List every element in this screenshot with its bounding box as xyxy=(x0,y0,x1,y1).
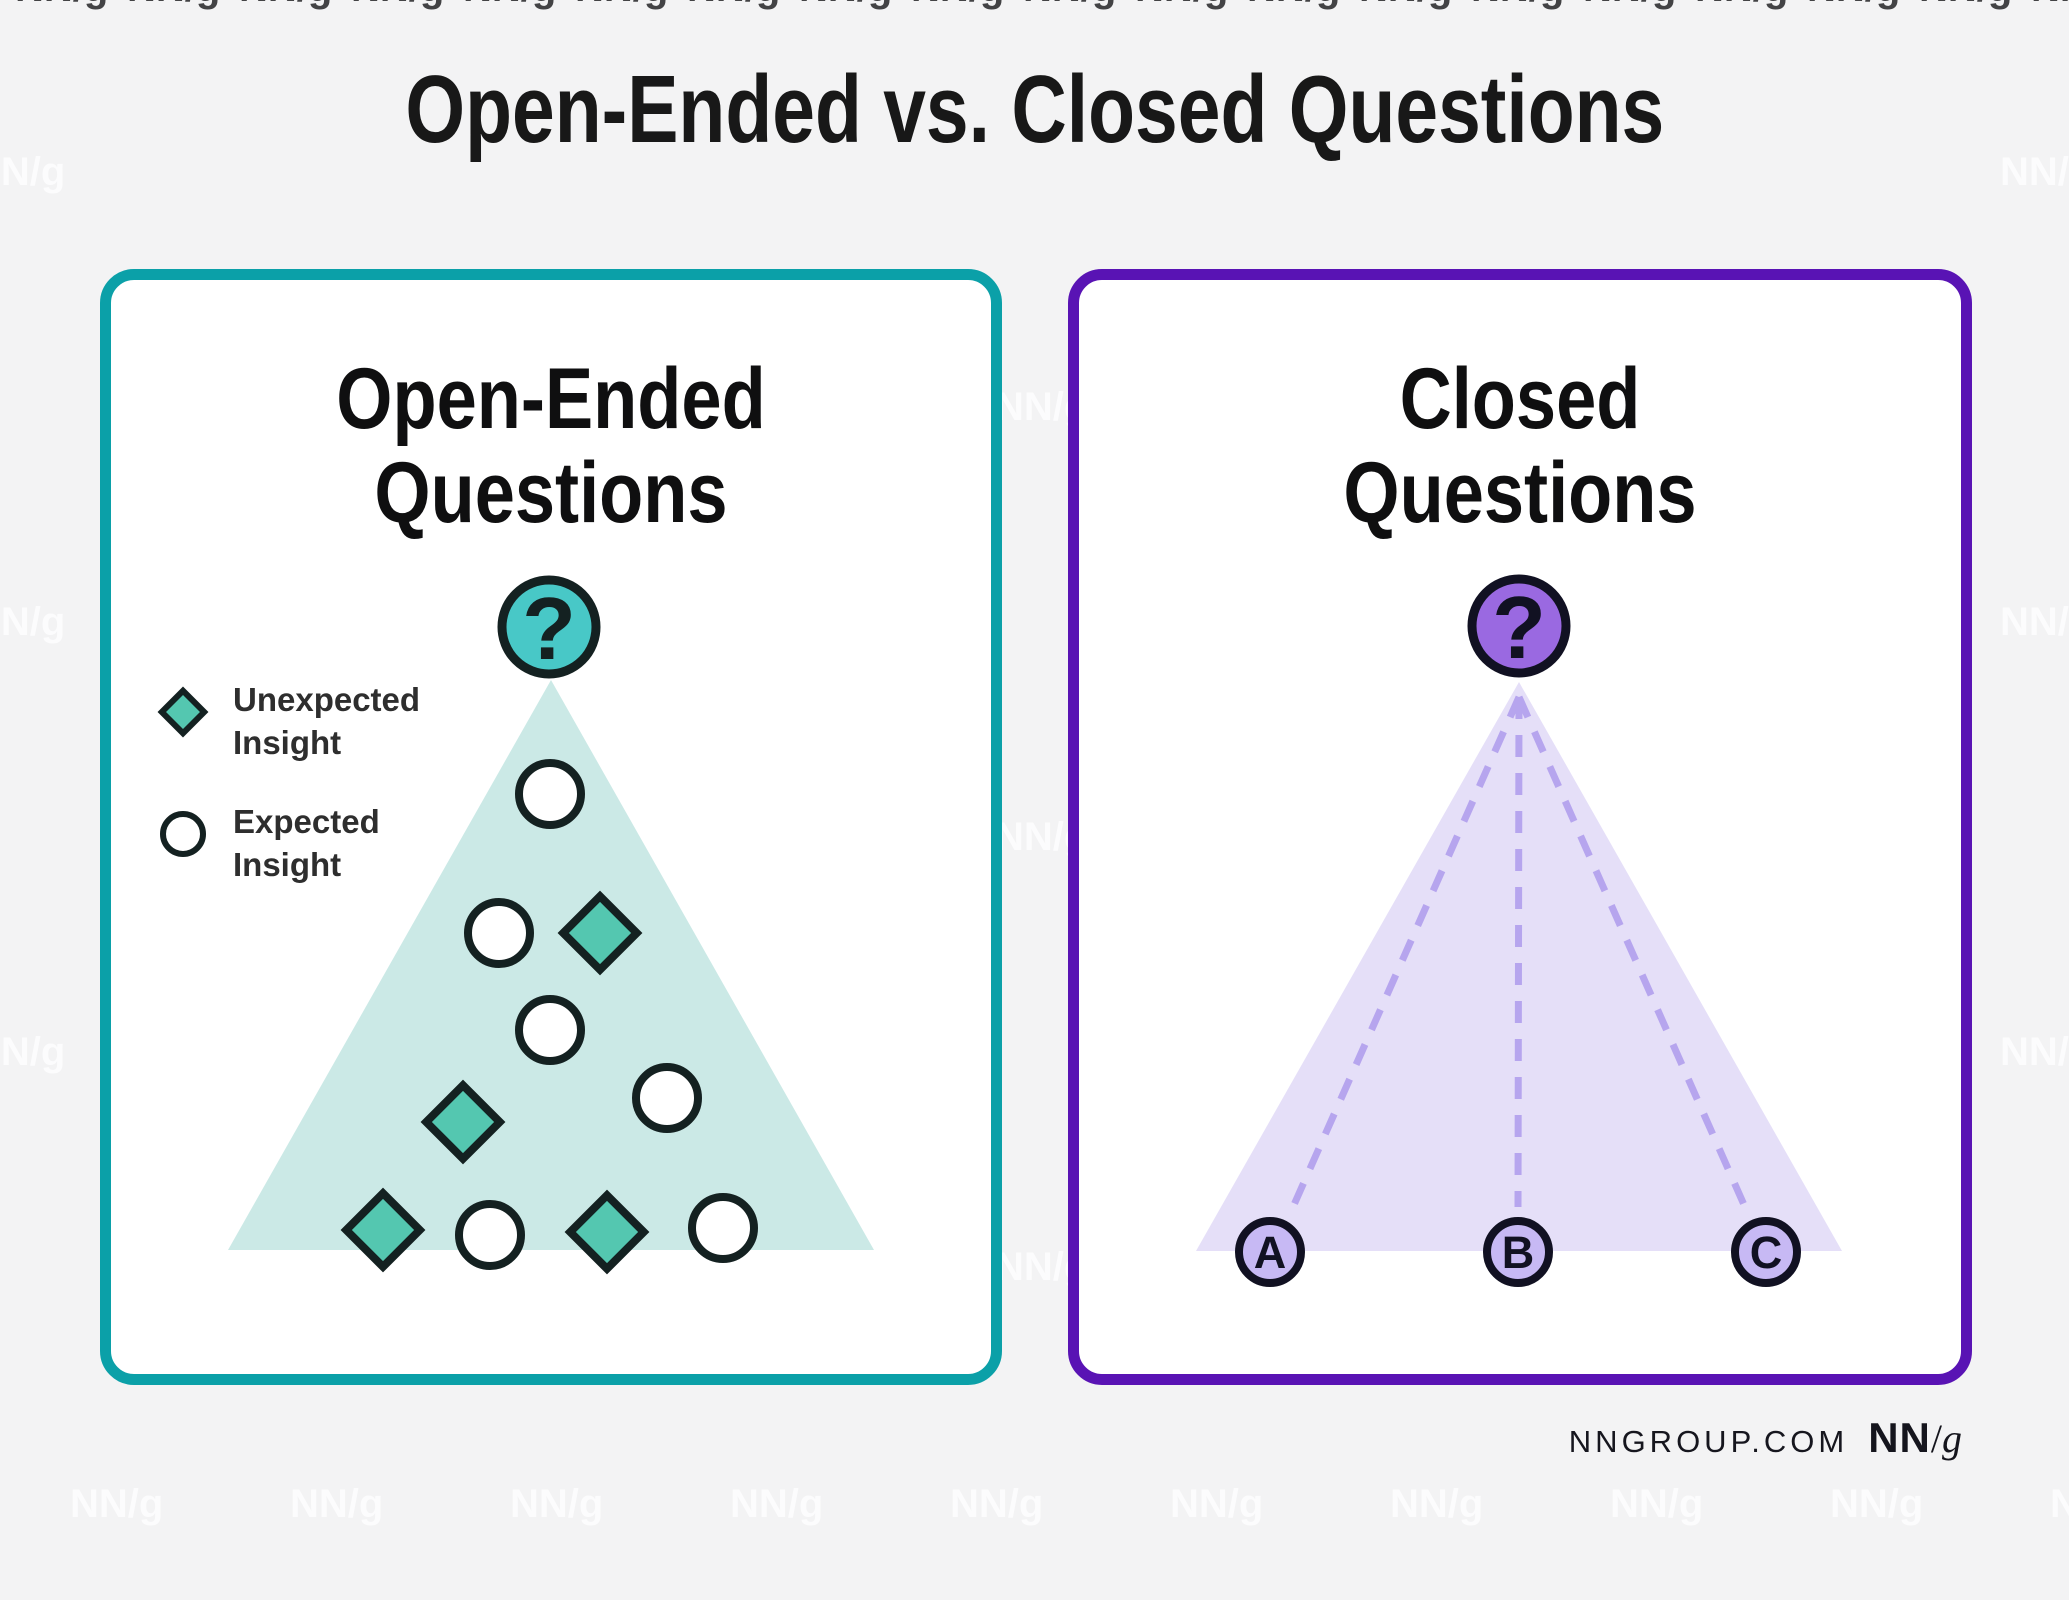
closed-question-circle xyxy=(1467,574,1571,678)
expected-insight-circle xyxy=(464,898,534,968)
watermark: NN/g xyxy=(2031,0,2069,10)
closed-question-mark: ? xyxy=(1492,578,1546,677)
footer: NNGROUP.COM NN/g xyxy=(1569,1414,1962,1462)
nng-logo-g: g xyxy=(1942,1416,1962,1461)
dashed-path-b xyxy=(1514,696,1523,1208)
open-ended-panel-title: Open-Ended Questions xyxy=(111,352,991,540)
watermark: NN/g xyxy=(1359,0,1452,10)
option-circle-a xyxy=(1235,1217,1305,1287)
watermark: NN/g xyxy=(510,1482,604,1526)
watermark: NN/g xyxy=(127,0,220,10)
closed-title-line2: Questions xyxy=(1343,445,1697,541)
watermark: NN/g xyxy=(575,0,668,10)
option-label-c: C xyxy=(1750,1227,1783,1278)
closed-panel: Closed Questions A B C ? xyxy=(1068,269,1972,1385)
unexpected-insight-diamond xyxy=(420,1079,506,1165)
open-ended-diagram: ? xyxy=(228,575,874,1275)
unexpected-insight-diamond xyxy=(340,1187,426,1273)
watermark: NN/g xyxy=(1471,0,1564,10)
watermark: NN/g xyxy=(1390,1482,1484,1526)
nng-logo-nn: NN xyxy=(1868,1414,1931,1461)
watermark: NN/g xyxy=(2000,150,2069,194)
watermark: NN/g xyxy=(687,0,780,10)
open-ended-title-line1: Open-Ended xyxy=(336,351,766,447)
expected-insight-circle xyxy=(515,995,585,1065)
expected-insight-circle-icon xyxy=(160,811,206,857)
watermark: NN/g xyxy=(1610,1482,1704,1526)
option-circle-b xyxy=(1483,1217,1553,1287)
legend-item-expected: Expected Insight xyxy=(155,800,380,886)
watermark: NN/g xyxy=(2050,1482,2069,1526)
watermark: NN/g xyxy=(351,0,444,10)
watermark: NN/g xyxy=(1023,0,1116,10)
expected-insight-circle xyxy=(688,1193,758,1263)
watermark: NN/g xyxy=(950,1482,1044,1526)
unexpected-insight-diamond xyxy=(557,890,643,976)
expected-insight-circle xyxy=(455,1200,525,1270)
watermark: NN/g xyxy=(1170,1482,1264,1526)
closed-title-line1: Closed xyxy=(1399,351,1641,447)
option-label-b: B xyxy=(1502,1227,1535,1278)
watermark: NN/g xyxy=(0,600,66,644)
watermark: NN/g xyxy=(2000,600,2069,644)
unexpected-insight-diamond-icon xyxy=(157,686,209,738)
legend-label-unexpected: Unexpected Insight xyxy=(233,681,421,761)
open-ended-triangle xyxy=(228,680,874,1250)
legend-item-unexpected: Unexpected Insight xyxy=(155,678,420,764)
watermark: NN/g xyxy=(1583,0,1676,10)
watermark: NN/g xyxy=(290,1482,384,1526)
page-title: Open-Ended vs. Closed Questions xyxy=(0,58,2069,162)
watermark: NN/g xyxy=(799,0,892,10)
dashed-path-c xyxy=(1515,695,1749,1209)
option-circle-c xyxy=(1731,1217,1801,1287)
footer-site-url: NNGROUP.COM xyxy=(1568,1424,1849,1459)
open-ended-title-line2: Questions xyxy=(374,445,728,541)
unexpected-insight-diamond xyxy=(564,1189,650,1275)
open-ended-panel: Open-Ended Questions ? xyxy=(100,269,1002,1385)
watermark: NN/g xyxy=(730,1482,824,1526)
watermark: NN/g xyxy=(2000,1030,2069,1074)
watermark: NN/g xyxy=(1695,0,1788,10)
watermark: NN/g xyxy=(911,0,1004,10)
watermark: NN/g xyxy=(1807,0,1900,10)
watermark: NN/g xyxy=(463,0,556,10)
closed-panel-title: Closed Questions xyxy=(1079,352,1961,540)
watermark: NN/g xyxy=(1919,0,2012,10)
watermark: NN/g xyxy=(239,0,332,10)
legend-label-expected: Expected Insight xyxy=(233,803,380,883)
nng-logo-slash: / xyxy=(1930,1416,1942,1461)
open-question-circle xyxy=(497,575,601,679)
open-question-mark: ? xyxy=(522,579,576,678)
watermark: NN/g xyxy=(15,0,108,10)
option-label-a: A xyxy=(1254,1227,1287,1278)
watermark: NN/g xyxy=(1830,1482,1924,1526)
watermark: NN/g xyxy=(1135,0,1228,10)
watermark: NN/g xyxy=(1247,0,1340,10)
dashed-path-a xyxy=(1289,695,1523,1209)
nng-logo: NN/g xyxy=(1868,1414,1962,1462)
page-title-text: Open-Ended vs. Closed Questions xyxy=(405,56,1664,163)
watermark: NN/g xyxy=(0,150,66,194)
expected-insight-circle xyxy=(515,759,585,829)
watermark: NN/g xyxy=(0,1030,66,1074)
watermark: NN/g xyxy=(70,1482,164,1526)
closed-diagram: A B C ? xyxy=(1196,574,1842,1287)
expected-insight-circle xyxy=(632,1063,702,1133)
